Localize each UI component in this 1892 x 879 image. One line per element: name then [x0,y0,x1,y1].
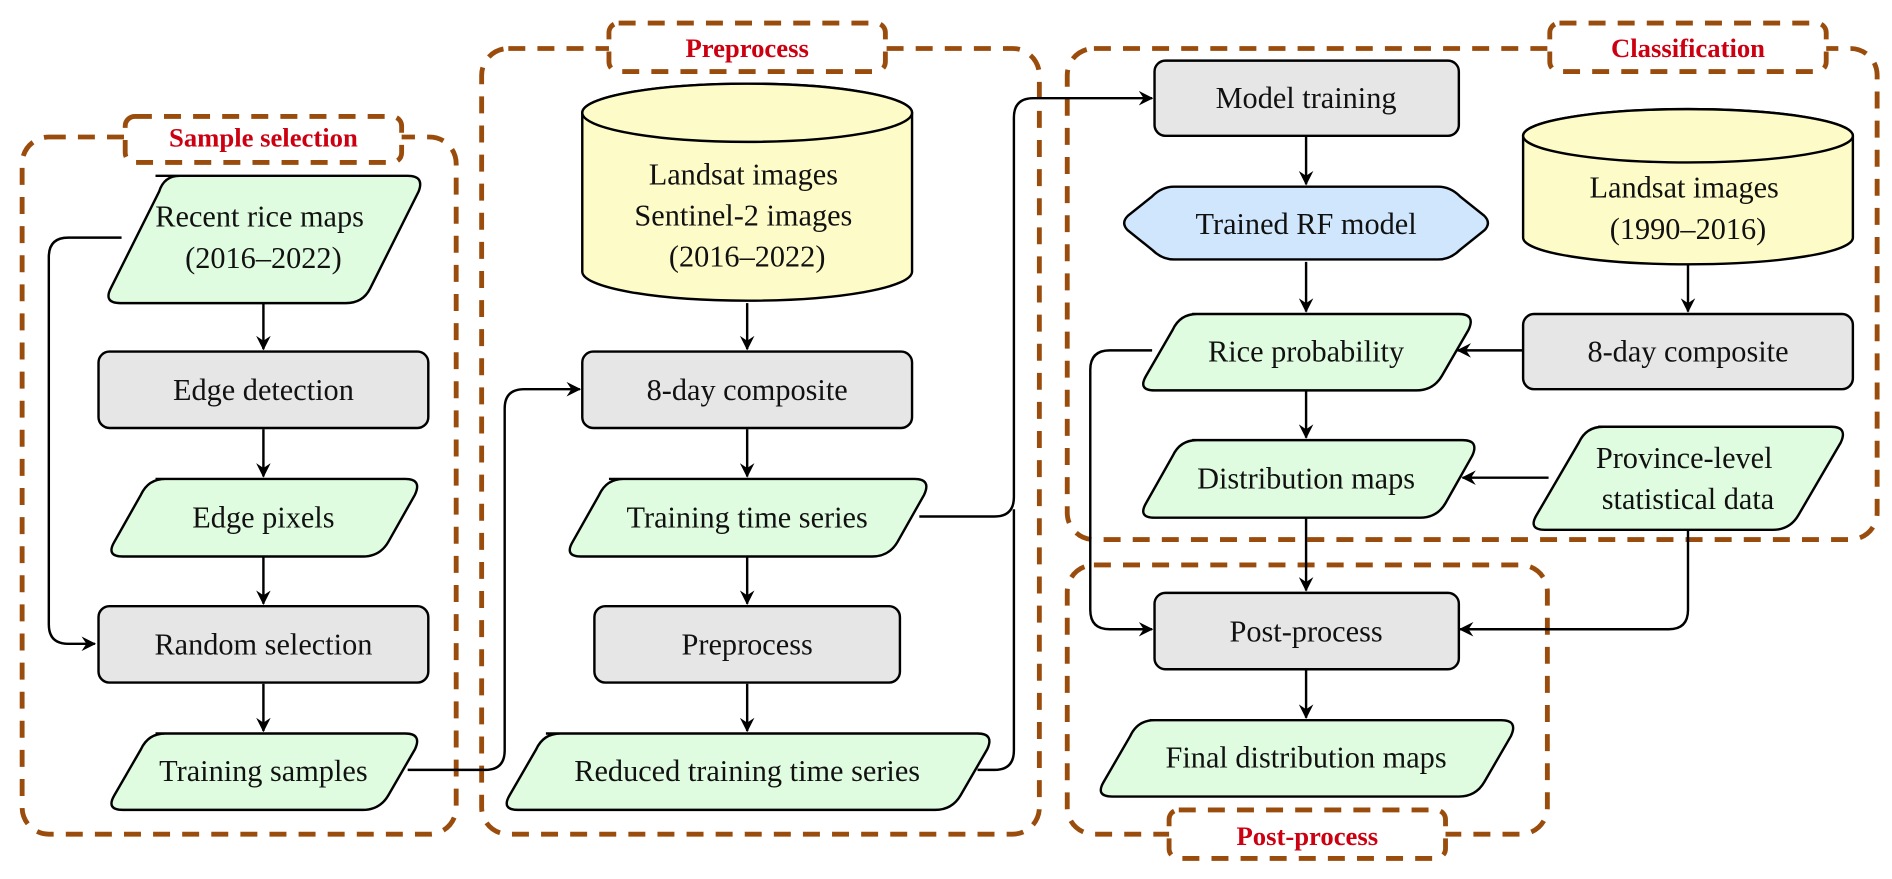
edge-reduced-ts-to-model-training [977,509,1016,772]
node-label: Training samples [159,754,367,788]
group-label: Post-process [1236,821,1378,851]
node-label: 8-day composite [1587,334,1788,368]
group-label: Preprocess [685,33,808,63]
svg-text:Landsat images (1990–201: Landsat images (1990–2016) [1590,171,1787,246]
data-parallelogram [505,732,991,812]
node-label: Distribution maps [1197,462,1415,496]
node-final-distribution-maps: Final distribution maps [1099,718,1515,798]
group-label: Sample selection [169,123,358,153]
data-parallelogram [1142,438,1476,519]
data-parallelogram [1142,312,1472,392]
node-landsat-sentinel-database: Landsat images Sentinel-2 images (2016–2… [581,82,914,302]
node-8-day-composite-preprocess: 8-day composite [581,350,914,430]
group-label-box [606,20,888,74]
node-label-line: Sentinel-2 images [634,199,852,233]
data-parallelogram [1532,425,1845,532]
node-post-process: Post-process [1153,591,1461,671]
node-label-line: Landsat images [1590,171,1779,205]
database-cylinder-top [581,82,914,144]
group-classification: Classification [1064,20,1880,542]
node-label-line: Landsat images [649,157,838,191]
node-edge-detection: Edge detection [97,350,430,430]
node-trained-rf-model: Trained RF model [1123,185,1490,261]
node-label: Preprocess [682,628,813,662]
node-label: Post-process [1230,614,1383,648]
database-cylinder-top [1521,107,1855,164]
group-sample-selection: Sample selection [19,113,459,837]
group-label-box [122,113,405,165]
group-label-box [1547,20,1829,74]
model-hexagon [1123,185,1490,261]
group-border [1064,46,1880,542]
node-label: Random selection [154,628,372,662]
node-model-training: Model training [1153,59,1461,138]
svg-text:Province-level statistic: Province-level statistical data [1596,441,1780,516]
edge-training-ts-to-model-training [919,90,1154,518]
node-label: 8-day composite [647,373,848,407]
data-parallelogram [110,477,419,558]
node-label-line: Province-level [1596,441,1773,475]
node-reduced-training-time-series: Reduced training time series [505,732,991,812]
process-box [593,604,902,684]
node-label-line: (1990–2016) [1610,212,1767,246]
data-parallelogram [110,732,419,812]
data-parallelogram [568,477,928,558]
node-label: Reduced training time series [574,754,920,788]
data-parallelogram [1099,718,1515,798]
node-recent-rice-maps: Recent rice maps (2016–2022) [107,174,422,305]
edge-recent-to-random-selection [47,236,122,652]
group-preprocess: Preprocess [479,20,1042,837]
process-box [97,350,430,430]
node-label-line: (2016–2022) [669,240,826,274]
node-rice-probability: Rice probability [1142,312,1472,392]
node-label: Edge pixels [192,500,334,534]
process-box [581,350,914,430]
node-training-samples: Training samples [110,732,419,812]
edges [47,90,1696,772]
process-box [1153,59,1461,138]
edge-rice-prob-to-post-process [1089,349,1154,637]
process-box [97,604,430,684]
node-label: Final distribution maps [1166,740,1447,774]
group-label-box [1166,807,1448,861]
edge-province-to-post-process [1458,529,1690,637]
svg-text:Recent rice maps (2016–2: Recent rice maps (2016–2022) [155,200,371,275]
node-random-selection: Random selection [97,604,430,684]
process-box [1153,591,1461,671]
node-label: Edge detection [173,373,354,407]
edge-training-samples-to-composite [407,381,582,772]
node-edge-pixels: Edge pixels [110,477,419,558]
node-label: Model training [1216,81,1397,115]
group-post-process: Post-process [1064,562,1550,861]
node-label-line: (2016–2022) [185,241,342,275]
node-preprocess-step: Preprocess [593,604,902,684]
svg-text:Landsat images Sentinel-: Landsat images Sentinel-2 images (2016–2… [634,157,859,273]
node-distribution-maps: Distribution maps [1142,438,1476,519]
node-label: Training time series [627,500,868,534]
process-box [1521,312,1855,391]
data-parallelogram [107,174,422,305]
group-label: Classification [1611,33,1765,63]
node-8-day-composite-classification: 8-day composite [1521,312,1855,391]
node-label: Rice probability [1208,334,1405,368]
node-training-time-series: Training time series [568,477,928,558]
node-label-line: Recent rice maps [155,200,364,234]
node-label-line: statistical data [1602,482,1775,516]
group-border [479,46,1042,837]
node-province-level-data: Province-level statistical data [1532,425,1845,532]
node-landsat-historical-database: Landsat images (1990–2016) [1521,107,1855,266]
node-label: Trained RF model [1196,207,1417,241]
